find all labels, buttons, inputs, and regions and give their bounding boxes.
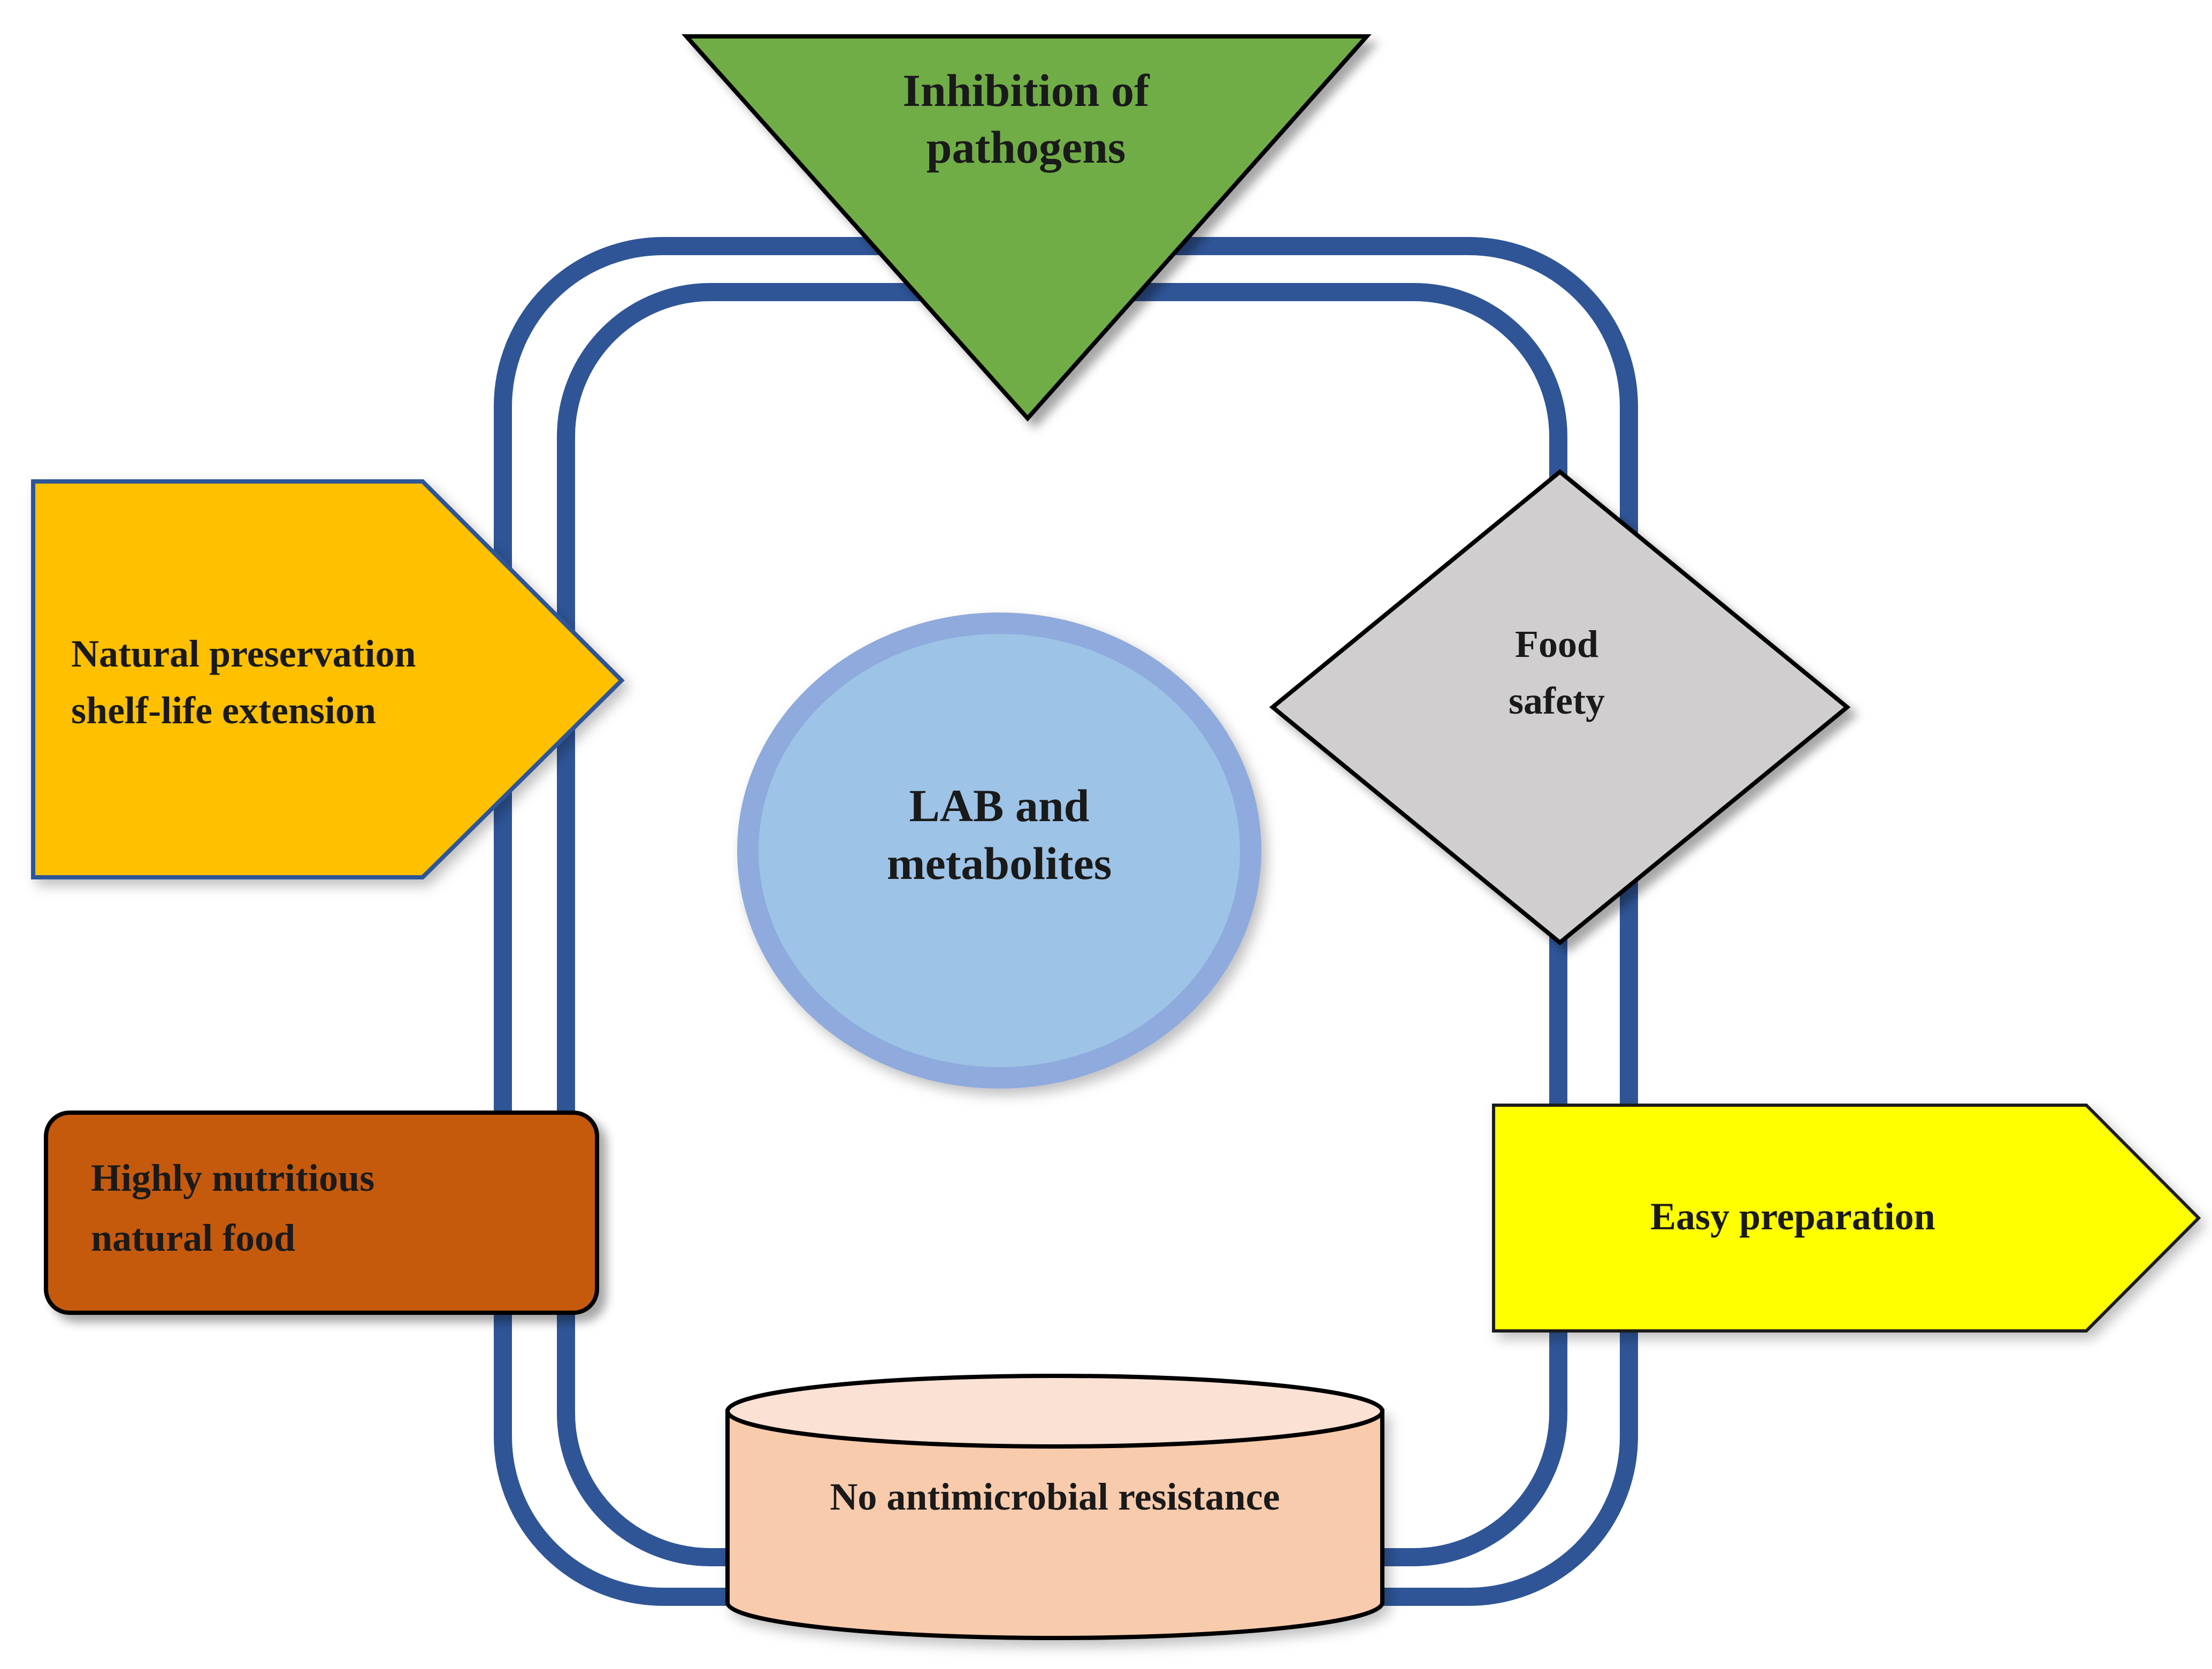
food-safety-label-line2: safety xyxy=(1509,679,1605,722)
nutritious-label-line2: natural food xyxy=(91,1216,295,1259)
easy-preparation-arrow: Easy preparation xyxy=(1492,1104,2201,1333)
triangle-label-line1: Inhibition of xyxy=(902,65,1150,116)
nutritious-label-line1: Highly nutritious xyxy=(91,1157,374,1199)
food-safety-diamond: Food safety xyxy=(1269,469,1851,946)
triangle-label-line2: pathogens xyxy=(927,121,1126,173)
food-safety-label-line1: Food xyxy=(1515,623,1598,665)
easy-preparation-label: Easy preparation xyxy=(1650,1195,1935,1238)
center-label-line1: LAB and xyxy=(909,780,1090,831)
preservation-label-line1: Natural preservation xyxy=(71,632,416,675)
center-label-line2: metabolites xyxy=(887,838,1112,889)
antimicrobial-resistance-cylinder: No antimicrobial resistance xyxy=(725,1374,1384,1640)
preservation-label-line2: shelf-life extension xyxy=(71,689,376,732)
pathogen-inhibition-triangle: Inhibition of pathogens xyxy=(682,34,1372,422)
nutritious-food-box: Highly nutritious natural food xyxy=(44,1111,599,1315)
lab-metabolites-circle: LAB and metabolites xyxy=(737,613,1261,1089)
cylinder-label: No antimicrobial resistance xyxy=(830,1475,1280,1518)
natural-preservation-arrow: Natural preservation shelf-life extensio… xyxy=(31,479,625,879)
